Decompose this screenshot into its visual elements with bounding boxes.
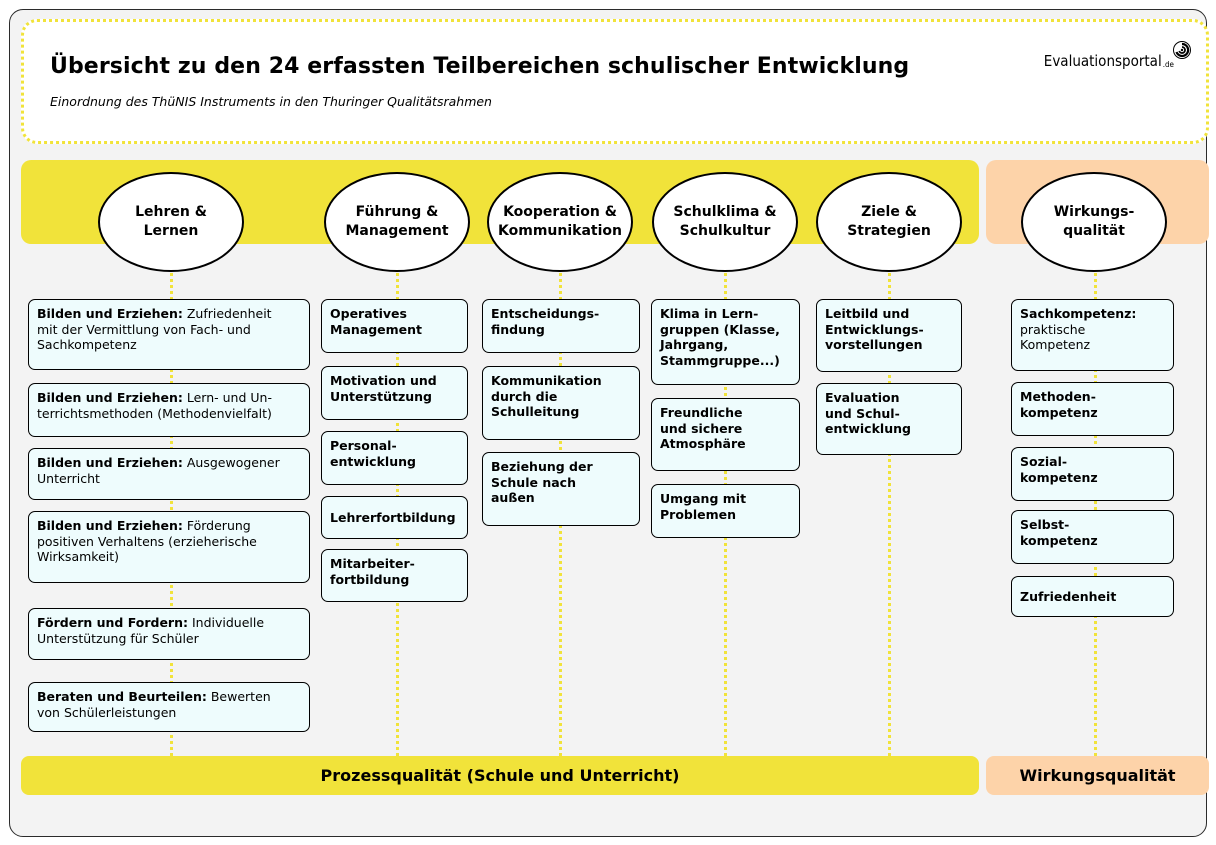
- subarea-box: Klima in Lern- gruppen (Klasse, Jahrgang…: [651, 299, 800, 385]
- subarea-box: Kommunikation durch die Schulleitung: [482, 366, 640, 440]
- category-ziele-strategien: Ziele & Strategien: [816, 172, 962, 272]
- category-kooperation-kommunikation: Kooperation & Kommunikation: [487, 172, 633, 272]
- evaluationsportal-logo: Evaluationsportal .de: [1043, 41, 1192, 70]
- subarea-box: Sachkompetenz: praktische Kompetenz: [1011, 299, 1174, 371]
- category-wirkungsqualitaet: Wirkungs- qualität: [1021, 172, 1167, 272]
- subarea-box: Lehrerfortbildung: [321, 496, 468, 539]
- subarea-box: Beraten und Beurteilen: Bewerten von Sch…: [28, 682, 310, 732]
- subarea-box: Entscheidungs- findung: [482, 299, 640, 353]
- category-fuehrung-management: Führung & Management: [324, 172, 470, 272]
- subarea-box: Mitarbeiter- fortbildung: [321, 549, 468, 602]
- subarea-box: Methoden- kompetenz: [1011, 382, 1174, 436]
- subarea-box: Beziehung der Schule nach außen: [482, 452, 640, 526]
- subarea-box: Bilden und Erziehen: Förderung positiven…: [28, 511, 310, 583]
- subarea-box: Bilden und Erziehen: Lern- und Un- terri…: [28, 383, 310, 437]
- subarea-box: Operatives Management: [321, 299, 468, 353]
- connector-line: [888, 244, 891, 756]
- page-title: Übersicht zu den 24 erfassten Teilbereic…: [50, 54, 910, 79]
- impact-quality-bar: Wirkungsqualität: [986, 756, 1209, 795]
- category-lehren-lernen: Lehren & Lernen: [98, 172, 244, 272]
- subarea-box: Zufriedenheit: [1011, 576, 1174, 617]
- subarea-box: Evaluation und Schul- entwicklung: [816, 383, 962, 455]
- connector-line: [170, 244, 173, 756]
- subarea-box: Bilden und Erziehen: Zufriedenheit mit d…: [28, 299, 310, 370]
- logo-suffix: .de: [1162, 60, 1174, 69]
- subarea-box: Freundliche und sichere Atmosphäre: [651, 398, 800, 471]
- logo-swirl-icon: [1173, 41, 1191, 59]
- subarea-box: Motivation und Unterstützung: [321, 366, 468, 420]
- subarea-box: Bilden und Erziehen: Ausgewogener Unterr…: [28, 448, 310, 500]
- subarea-box: Personal- entwicklung: [321, 431, 468, 485]
- subarea-box: Umgang mit Problemen: [651, 484, 800, 538]
- process-quality-bar: Prozessqualität (Schule und Unterricht): [21, 756, 979, 795]
- subarea-box: Leitbild und Entwicklungs- vorstellungen: [816, 299, 962, 372]
- page-subtitle: Einordnung des ThüNIS Instruments in den…: [50, 94, 492, 109]
- category-schulklima-schulkultur: Schulklima & Schulkultur: [652, 172, 798, 272]
- logo-text: Evaluationsportal: [1043, 52, 1162, 70]
- subarea-box: Sozial- kompetenz: [1011, 447, 1174, 501]
- subarea-box: Selbst- kompetenz: [1011, 510, 1174, 564]
- subarea-box: Fördern und Fordern: Individuelle Unters…: [28, 608, 310, 660]
- header-panel: Übersicht zu den 24 erfassten Teilbereic…: [21, 19, 1209, 144]
